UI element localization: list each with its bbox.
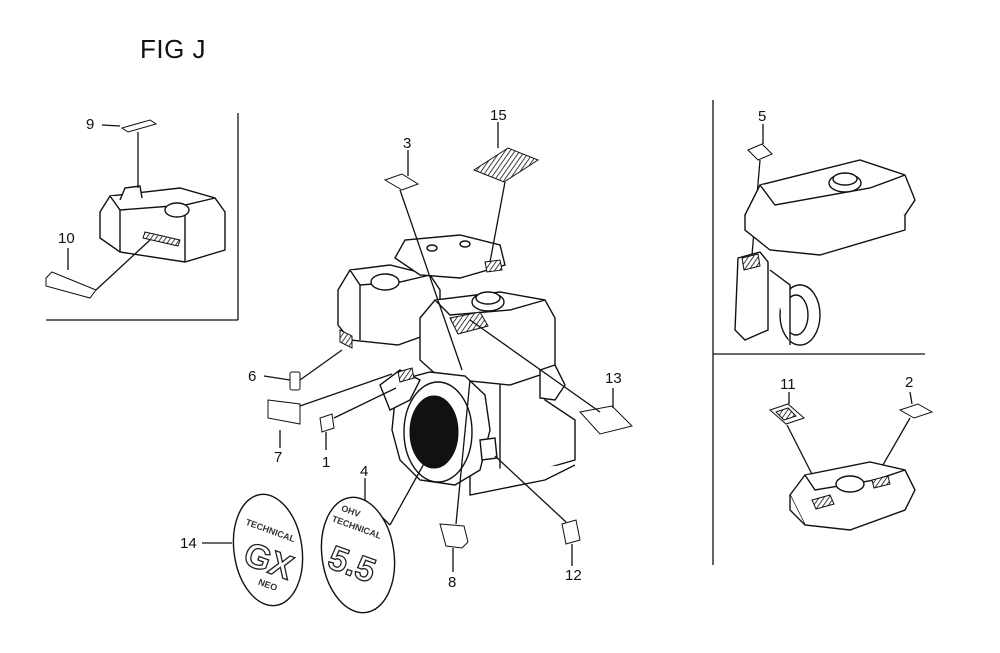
callout-2: 2 xyxy=(905,374,913,391)
label-6-sticker xyxy=(289,371,301,391)
callout-4: 4 xyxy=(360,463,368,480)
fig-title: FIG J xyxy=(140,34,207,64)
callout-15: 15 xyxy=(490,107,507,124)
engine-assembly xyxy=(337,234,576,496)
inset-air-cleaner xyxy=(769,391,934,531)
emblem-14: TECHNICAL GX NEO xyxy=(232,493,304,607)
callout-5: 5 xyxy=(758,108,766,125)
air-cleaner-label-area xyxy=(339,329,353,349)
engine-labels xyxy=(202,122,633,572)
callout-7: 7 xyxy=(274,449,282,466)
callout-3: 3 xyxy=(403,135,411,152)
label-5-sticker xyxy=(747,143,773,161)
callout-12: 12 xyxy=(565,567,582,584)
label-1-sticker xyxy=(319,413,335,433)
callout-6: 6 xyxy=(248,368,256,385)
callout-1: 1 xyxy=(322,454,330,471)
label-2-sticker xyxy=(898,403,934,419)
tank-label-area xyxy=(142,231,181,247)
callout-11: 11 xyxy=(780,376,796,393)
callout-9: 9 xyxy=(86,116,94,133)
callout-numbers: 1 2 3 4 5 6 7 8 9 10 11 12 13 14 15 xyxy=(58,107,913,591)
label-15-sticker xyxy=(472,147,540,183)
label-12-sticker xyxy=(561,519,581,545)
label-9-sticker xyxy=(120,119,158,133)
inset-fuel-tank-right xyxy=(734,124,916,346)
callout-13: 13 xyxy=(605,370,622,387)
emblem-4: OHV TECHNICAL 5.5 xyxy=(320,496,396,614)
callout-8: 8 xyxy=(448,574,456,591)
inset-fuel-tank-left xyxy=(45,119,226,299)
label-13-sticker xyxy=(579,405,633,435)
label-3-sticker xyxy=(383,173,420,191)
label-7-sticker xyxy=(267,399,301,425)
callout-10: 10 xyxy=(58,230,75,247)
panel-dividers xyxy=(46,100,925,565)
label-10-sticker xyxy=(45,271,97,299)
label-8-sticker xyxy=(439,523,469,549)
callout-14: 14 xyxy=(180,535,197,552)
tank-warning-label-area xyxy=(449,311,489,335)
tank-top-label-area xyxy=(484,259,503,273)
